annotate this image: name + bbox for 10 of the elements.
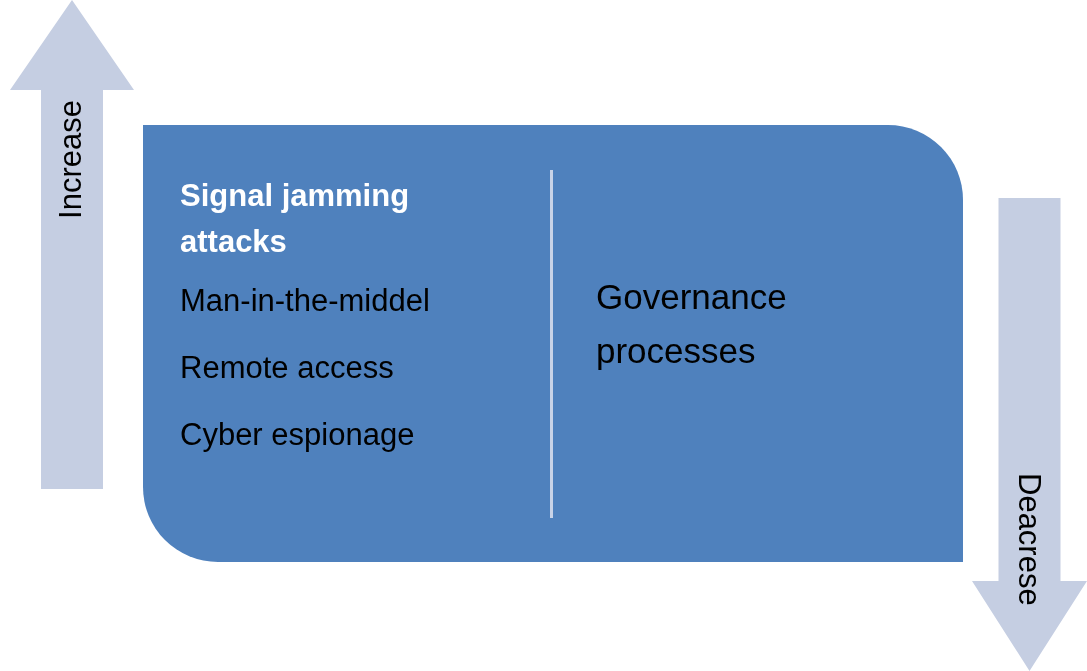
down-arrow xyxy=(972,198,1087,671)
panel-text: Governance processes xyxy=(596,276,788,372)
list-heading: Signal jamming attacks xyxy=(180,177,411,261)
rounded-panel xyxy=(143,125,963,562)
up-arrow xyxy=(10,0,134,489)
list-item: Remote access xyxy=(180,349,395,387)
list-item: Cyber espionage xyxy=(180,416,416,454)
list-item: Man-in-the-middel xyxy=(180,282,431,320)
arrow-label: Deacrese xyxy=(1010,473,1047,606)
arrow-label: Increase xyxy=(53,100,89,219)
